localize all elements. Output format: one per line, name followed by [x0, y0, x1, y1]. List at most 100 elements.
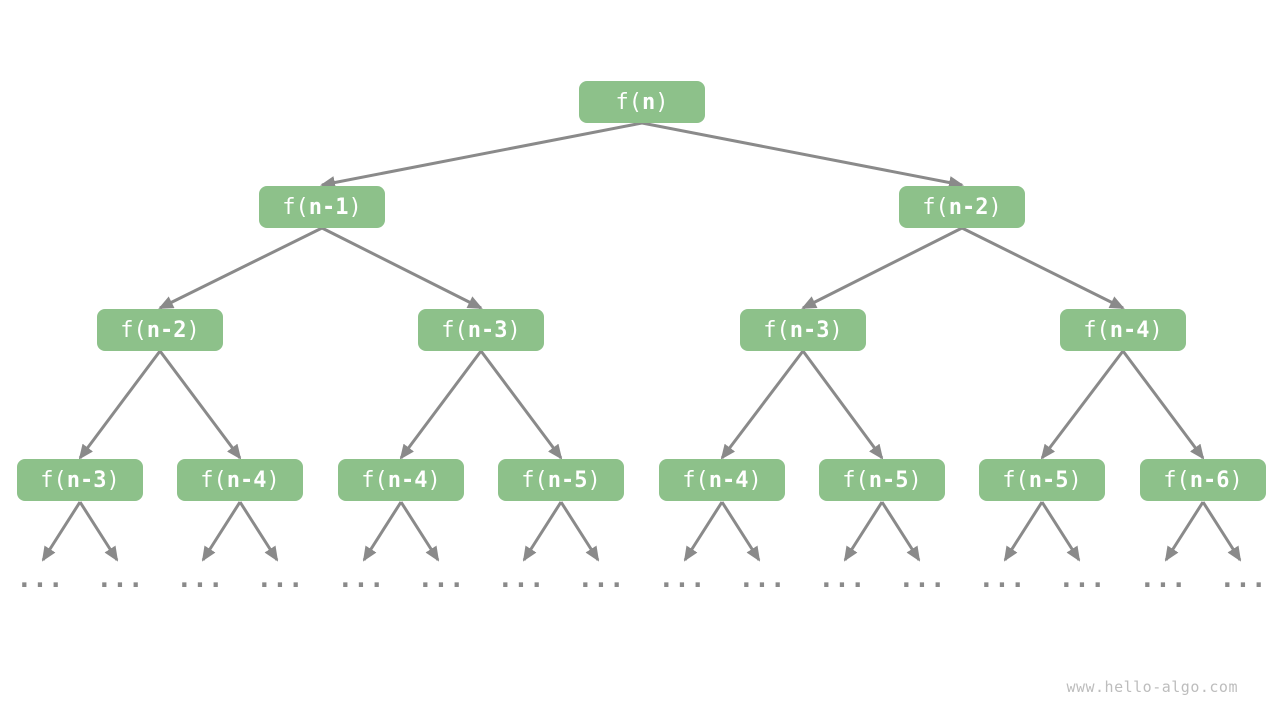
leaf-ellipsis: ... [818, 564, 866, 594]
tree-node: f(n-3) [418, 309, 544, 351]
tree-node: f(n-3) [740, 309, 866, 351]
tree-edge-arrow [41, 501, 82, 562]
node-label-argument: n-2 [948, 194, 989, 220]
tree-edge-arrow [321, 226, 483, 310]
node-label-prefix: f( [521, 467, 548, 493]
leaf-ellipsis: ... [738, 564, 786, 594]
node-label-suffix: ) [655, 89, 669, 115]
tree-edge-arrow [399, 350, 483, 460]
node-label-suffix: ) [106, 467, 120, 493]
node-label-argument: n-2 [146, 317, 187, 343]
leaf-ellipsis: ... [1058, 564, 1106, 594]
tree-node: f(n-4) [338, 459, 464, 501]
leaf-ellipsis: ... [417, 564, 465, 594]
node-label-suffix: ) [829, 317, 843, 343]
tree-edge-arrow [880, 501, 921, 562]
tree-edge-arrow [720, 501, 761, 562]
node-label-prefix: f( [682, 467, 709, 493]
node-label-argument: n-4 [387, 467, 428, 493]
tree-edge-arrow [559, 501, 600, 562]
node-label-prefix: f( [282, 194, 309, 220]
node-label-suffix: ) [348, 194, 362, 220]
node-label-prefix: f( [120, 317, 147, 343]
tree-edge-arrow [158, 226, 323, 310]
tree-edge-arrow [641, 121, 964, 189]
leaf-ellipsis: ... [658, 564, 706, 594]
tree-node: f(n-6) [1140, 459, 1266, 501]
tree-edge-arrow [479, 350, 563, 460]
tree-edge-arrow [158, 350, 242, 460]
tree-edge-arrow [961, 226, 1125, 310]
node-label-argument: n-4 [226, 467, 267, 493]
node-label-argument: n-3 [467, 317, 508, 343]
tree-edge-arrow [320, 121, 643, 189]
tree-node: f(n-4) [177, 459, 303, 501]
tree-node: f(n-5) [498, 459, 624, 501]
node-label-argument: n-3 [789, 317, 830, 343]
leaf-ellipsis: ... [256, 564, 304, 594]
tree-edge-arrow [238, 501, 279, 562]
node-label-suffix: ) [908, 467, 922, 493]
node-label-prefix: f( [1083, 317, 1110, 343]
leaf-ellipsis: ... [1139, 564, 1187, 594]
leaf-ellipsis: ... [337, 564, 385, 594]
leaf-ellipsis: ... [497, 564, 545, 594]
node-label-suffix: ) [507, 317, 521, 343]
tree-edge-arrow [399, 501, 440, 562]
node-label-suffix: ) [1229, 467, 1243, 493]
tree-edge-arrow [683, 501, 724, 562]
tree-node: f(n-2) [97, 309, 223, 351]
tree-edge-arrow [522, 501, 563, 562]
node-label-prefix: f( [441, 317, 468, 343]
leaf-ellipsis: ... [96, 564, 144, 594]
tree-node: f(n) [579, 81, 705, 123]
tree-edge-arrow [362, 501, 403, 562]
tree-node: f(n-4) [1060, 309, 1186, 351]
node-label-argument: n-5 [868, 467, 909, 493]
watermark: www.hello-algo.com [1066, 678, 1238, 696]
node-label-argument: n-3 [66, 467, 107, 493]
node-label-argument: n-5 [1028, 467, 1069, 493]
node-label-prefix: f( [615, 89, 643, 115]
tree-edge-arrow [1121, 350, 1205, 460]
tree-edge-arrow [801, 226, 963, 310]
node-label-suffix: ) [988, 194, 1002, 220]
node-label-prefix: f( [763, 317, 790, 343]
leaf-ellipsis: ... [978, 564, 1026, 594]
tree-edge-arrow [1164, 501, 1205, 562]
node-label-suffix: ) [186, 317, 200, 343]
node-label-argument: n-6 [1189, 467, 1230, 493]
node-label-suffix: ) [266, 467, 280, 493]
node-label-prefix: f( [40, 467, 67, 493]
tree-edge-arrow [1040, 350, 1125, 460]
node-label-argument: n-5 [547, 467, 588, 493]
leaf-ellipsis: ... [16, 564, 64, 594]
tree-edge-arrow [78, 501, 119, 562]
tree-node: f(n-5) [979, 459, 1105, 501]
tree-node: f(n-5) [819, 459, 945, 501]
node-label-suffix: ) [1149, 317, 1163, 343]
tree-edge-arrow [1201, 501, 1242, 562]
node-label-prefix: f( [361, 467, 388, 493]
node-label-prefix: f( [922, 194, 949, 220]
node-label-prefix: f( [1002, 467, 1029, 493]
node-label-suffix: ) [427, 467, 441, 493]
tree-edge-arrow [201, 501, 242, 562]
tree-edge-arrow [1003, 501, 1044, 562]
node-label-suffix: ) [1068, 467, 1082, 493]
tree-node: f(n-1) [259, 186, 385, 228]
tree-edge-arrow [720, 350, 805, 460]
leaf-ellipsis: ... [1219, 564, 1267, 594]
tree-edge-arrow [843, 501, 884, 562]
node-label-argument: n [642, 89, 656, 115]
node-label-argument: n-4 [708, 467, 749, 493]
tree-edge-arrow [1040, 501, 1081, 562]
leaf-ellipsis: ... [577, 564, 625, 594]
tree-node: f(n-4) [659, 459, 785, 501]
tree-node: f(n-2) [899, 186, 1025, 228]
tree-node: f(n-3) [17, 459, 143, 501]
node-label-argument: n-4 [1109, 317, 1150, 343]
node-label-prefix: f( [842, 467, 869, 493]
